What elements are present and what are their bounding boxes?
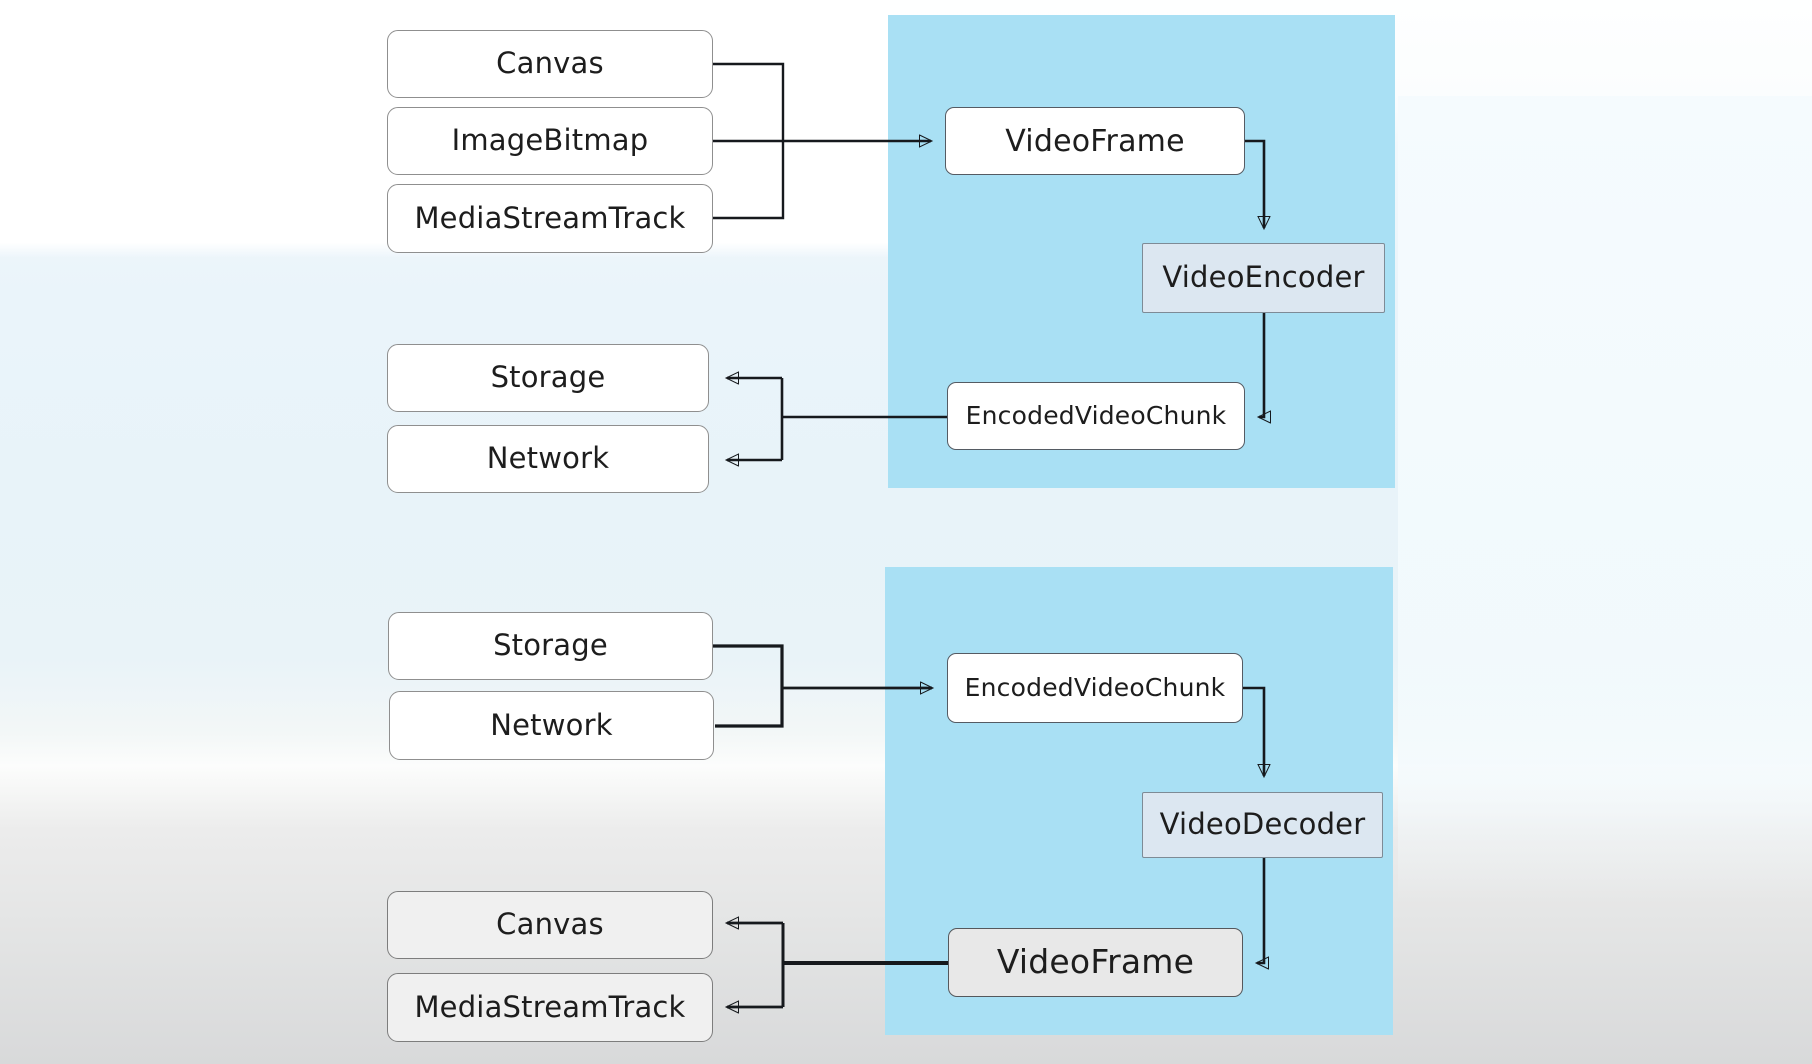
node-canvas-source: Canvas [387,30,713,98]
node-network-sink: Network [387,425,709,493]
node-storage-sink: Storage [387,344,709,412]
node-mediastreamtrack-sink: MediaStreamTrack [387,973,713,1042]
node-videoframe-decode: VideoFrame [948,928,1243,997]
node-videodecoder: VideoDecoder [1142,792,1383,858]
node-encodedvideochunk-encode: EncodedVideoChunk [947,382,1245,450]
background-right-band [1398,96,1812,902]
node-videoframe-encode: VideoFrame [945,107,1245,175]
connector-storage-network-tee [713,644,784,728]
node-network-source: Network [389,691,714,760]
node-encodedvideochunk-decode: EncodedVideoChunk [947,653,1243,723]
node-canvas-sink: Canvas [387,891,713,959]
node-storage-source: Storage [388,612,713,680]
node-imagebitmap-source: ImageBitmap [387,107,713,175]
node-mediastreamtrack-source: MediaStreamTrack [387,184,713,253]
node-videoencoder: VideoEncoder [1142,243,1385,313]
